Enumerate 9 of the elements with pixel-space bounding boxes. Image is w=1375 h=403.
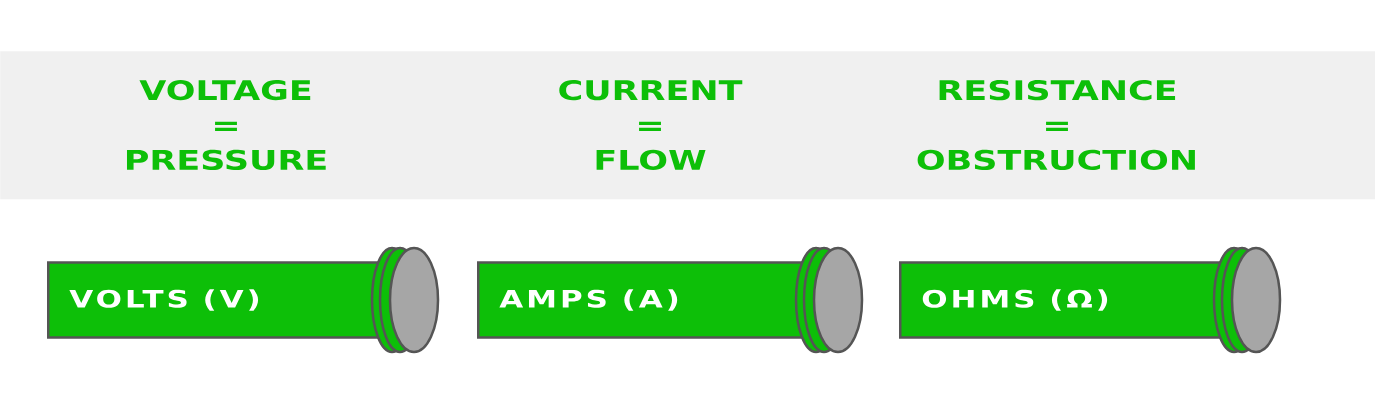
pipe-drawing	[899, 246, 1282, 354]
heading: RESISTANCE = OBSTRUCTION	[917, 79, 1195, 171]
heading: CURRENT = FLOW	[559, 79, 743, 171]
pipe-drawing	[47, 246, 440, 354]
pipe-label: OHMS (Ω)	[922, 289, 1108, 311]
pipe-label: AMPS (A)	[499, 289, 678, 311]
pipe-label: VOLTS (V)	[69, 289, 259, 311]
pipe-drawing	[477, 246, 864, 354]
heading: VOLTAGE = PRESSURE	[127, 79, 326, 171]
